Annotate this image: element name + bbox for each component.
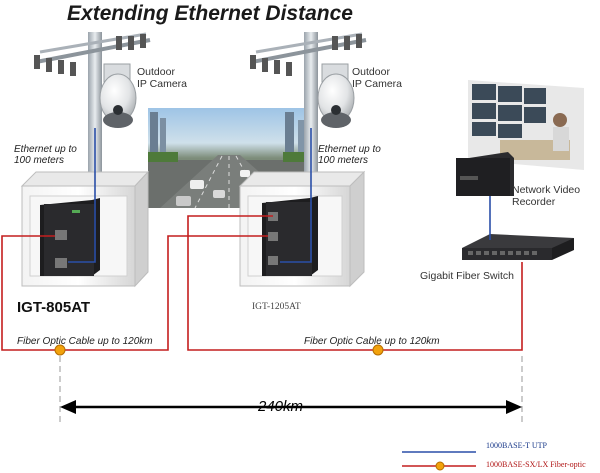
right-ip-camera — [317, 63, 355, 128]
left-converter-label: IGT-805AT — [17, 299, 91, 316]
middle-media-converter — [262, 196, 318, 276]
legend-fiber-marker — [435, 461, 445, 471]
nvr-label-line2: Recorder — [512, 196, 556, 208]
nvr-label-line1: Network Video — [512, 184, 581, 196]
left-ip-camera — [99, 63, 137, 128]
fiber-marker-right — [372, 344, 384, 356]
left-light-pole — [34, 32, 151, 192]
right-camera-label-line1: Outdoor — [352, 66, 390, 78]
fiber-links — [1, 215, 523, 351]
left-media-converter — [40, 198, 100, 276]
right-camera-label-line2: IP Camera — [352, 78, 402, 90]
utp-link-left-camera — [68, 128, 96, 263]
fiber-marker-left — [54, 344, 66, 356]
fiber-link-right — [187, 215, 523, 351]
left-ethernet-note: Ethernet up to 100 meters — [14, 144, 77, 166]
utp-link-right-camera — [280, 128, 312, 263]
distance-label: 240km — [258, 398, 304, 415]
right-fiber-note: Fiber Optic Cable up to 120km — [304, 336, 440, 347]
left-camera-label-line2: IP Camera — [137, 78, 187, 90]
distance-arrow — [60, 400, 522, 414]
switch-label: Gigabit Fiber Switch — [420, 270, 514, 282]
control-room-photo — [468, 80, 584, 170]
left-ethernet-note-line1: Ethernet up to — [14, 144, 77, 155]
left-camera-label-line1: Outdoor — [137, 66, 175, 78]
utp-links — [68, 128, 491, 263]
nvr-label: Network Video Recorder — [512, 184, 580, 208]
right-camera-label: Outdoor IP Camera — [352, 66, 402, 90]
nvr-unit — [456, 152, 514, 196]
fiber-link-left — [1, 235, 268, 351]
right-light-pole — [250, 32, 367, 192]
legend-utp-label: 1000BASE-T UTP — [486, 441, 547, 450]
left-fiber-note: Fiber Optic Cable up to 120km — [17, 336, 153, 347]
diagram-title: Extending Ethernet Distance — [67, 2, 353, 25]
middle-converter-label: IGT-1205AT — [252, 302, 301, 312]
right-ethernet-note-line1: Ethernet up to — [318, 144, 381, 155]
legend-fiber-label: 1000BASE-SX/LX Fiber-optic — [486, 460, 586, 469]
left-camera-label: Outdoor IP Camera — [137, 66, 187, 90]
gigabit-fiber-switch — [462, 234, 574, 260]
right-ethernet-note: Ethernet up to 100 meters — [318, 144, 381, 166]
left-ethernet-note-line2: 100 meters — [14, 155, 65, 166]
right-ethernet-note-line2: 100 meters — [318, 155, 369, 166]
